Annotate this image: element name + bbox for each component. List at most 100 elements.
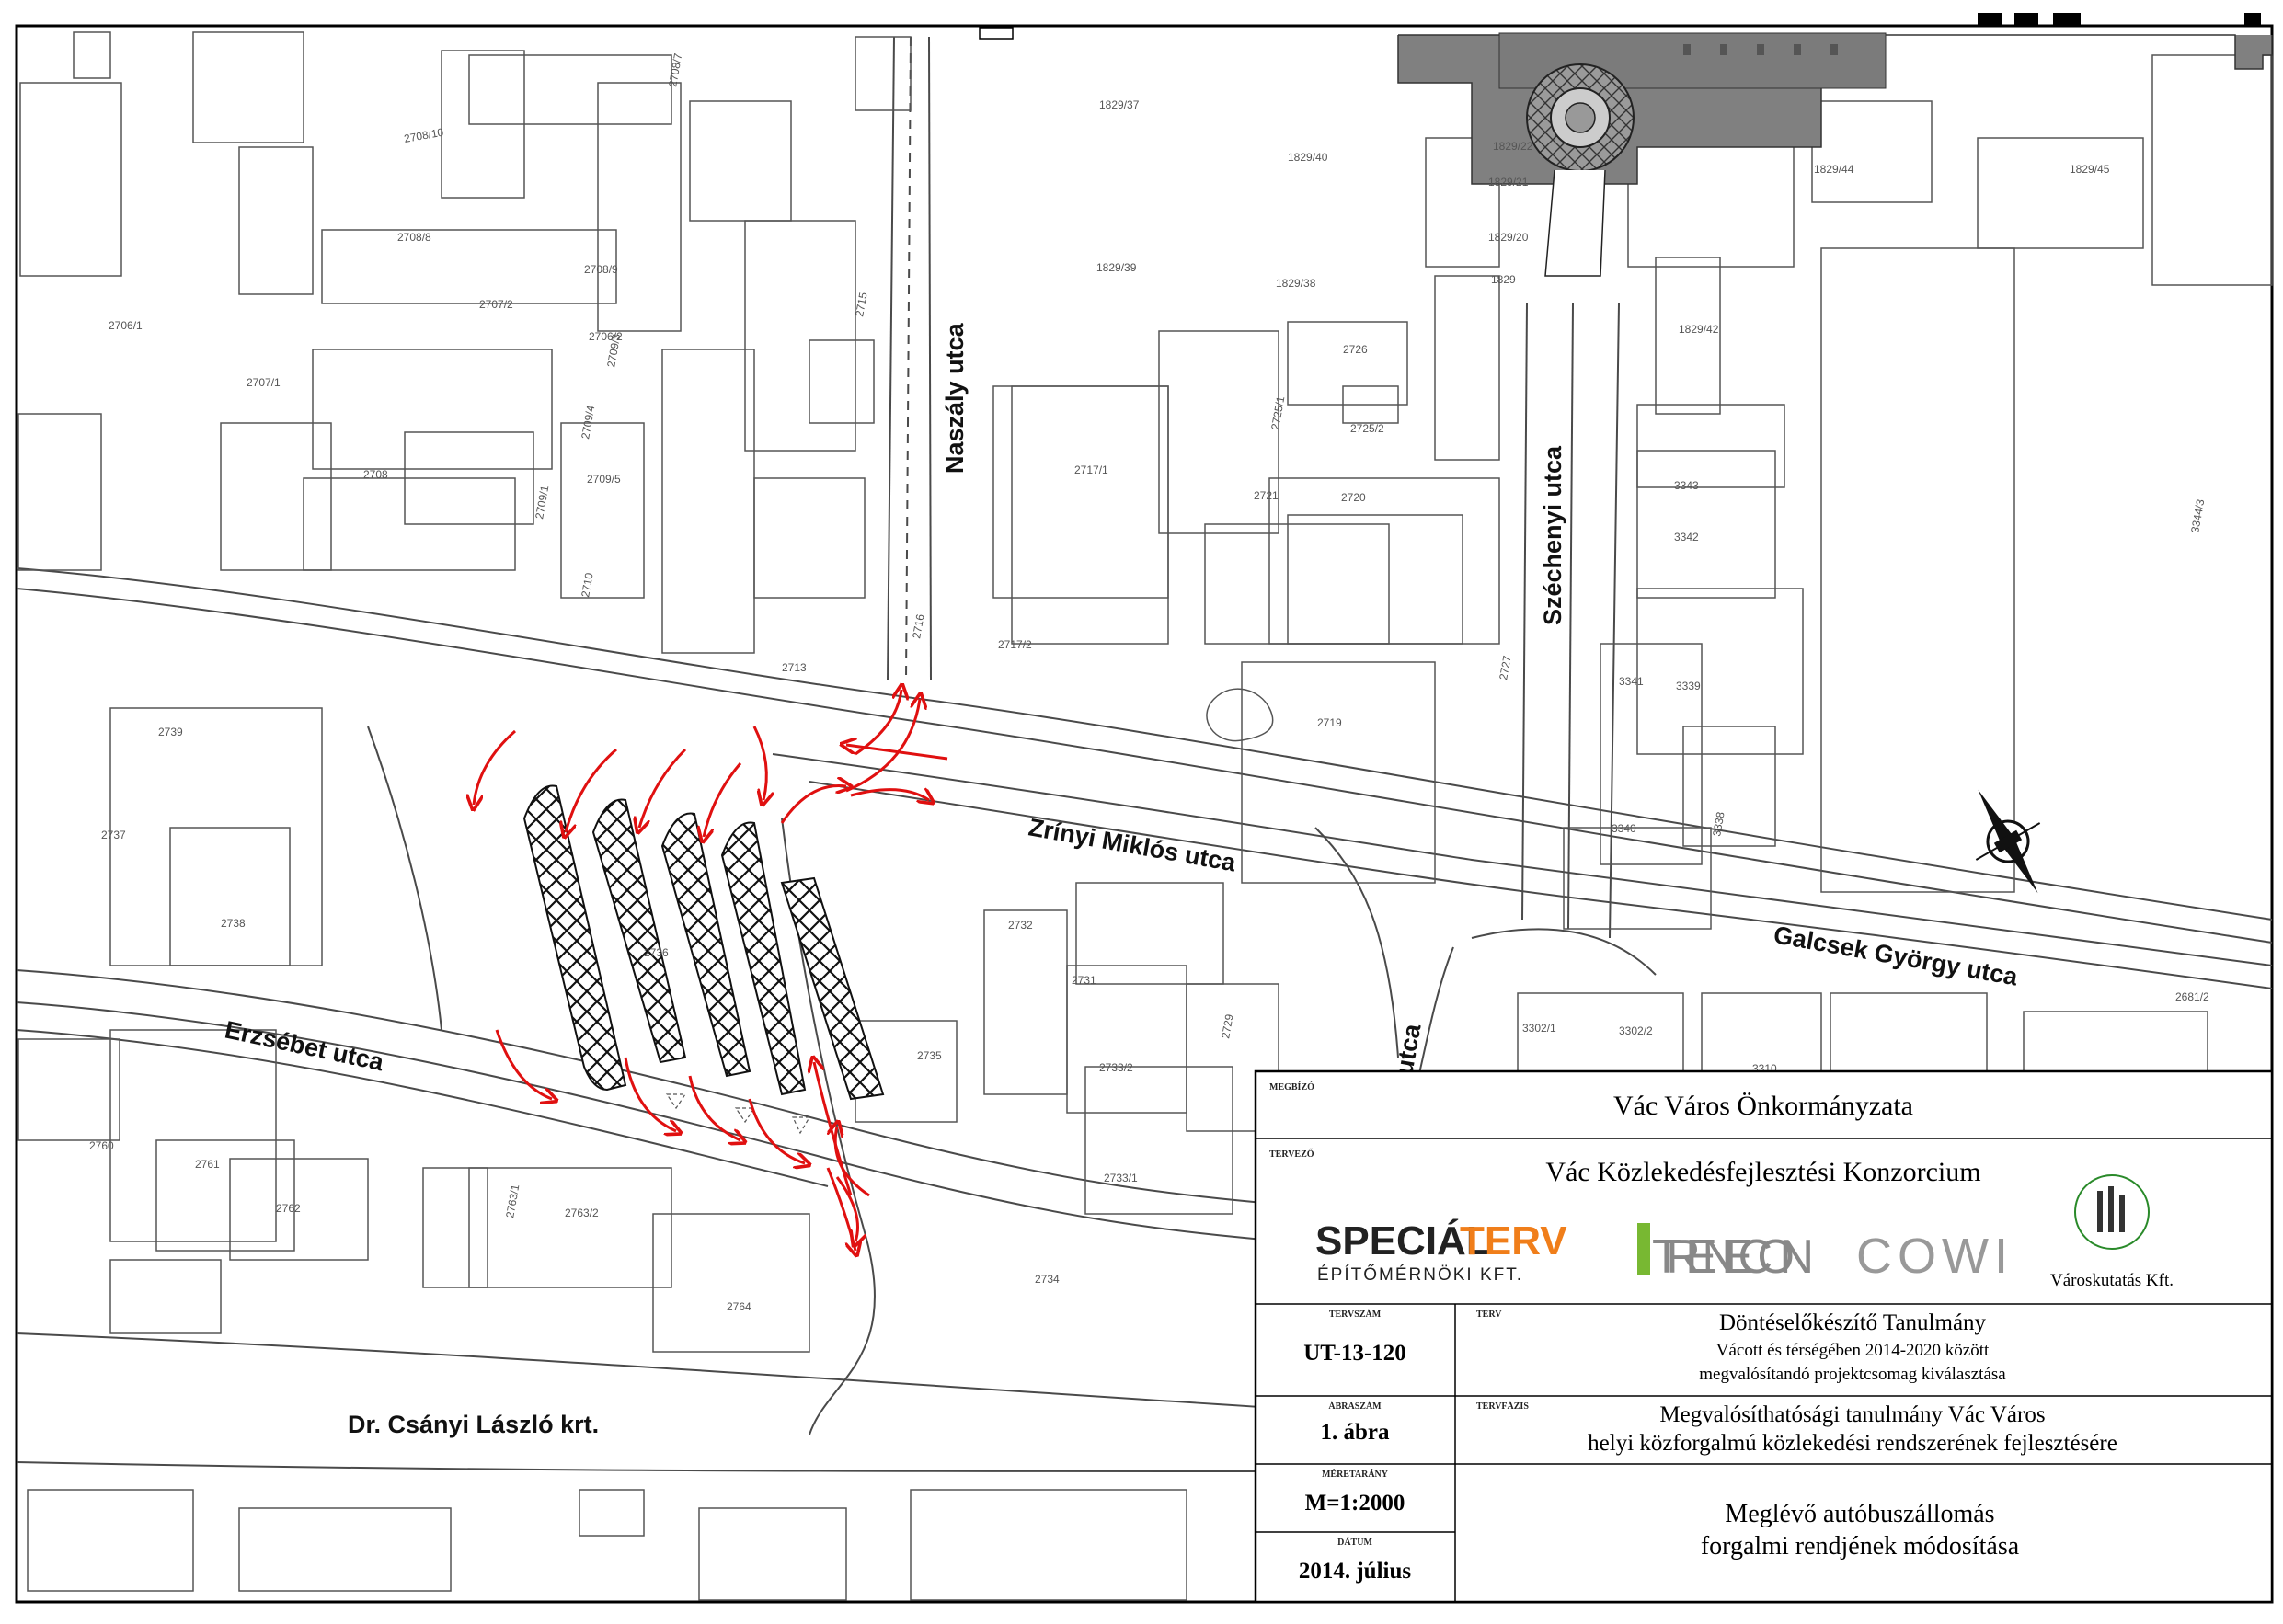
parcel-number: 1829/40 [1288,151,1328,164]
bus-bay-4 [720,821,807,1096]
arrow-1 [474,729,516,805]
arrow-10 [855,690,901,756]
date-value: 2014. július [1299,1559,1412,1584]
pond [1206,688,1274,742]
title-block: MEGBÍZÓ Vác Város Önkormányzata TERVEZŐ … [1254,1069,2274,1604]
bus-bay-1 [522,784,627,1092]
parcel-number: 1829/37 [1099,98,1140,111]
parcel-number: 3302/1 [1522,1022,1556,1035]
parcel-number: 2706/1 [109,319,143,332]
arrow-4 [704,762,742,837]
square-building [1397,32,2273,277]
varoskutatas-logo: Városkutatás Kft. [2050,1174,2174,1290]
parcel-number: 3344/3 [2188,498,2207,534]
drawing-title-1: Meglévő autóbuszállomás [1725,1500,1994,1528]
figure-no-label: ÁBRASZÁM [1328,1401,1382,1412]
svg-text:ÉPÍTŐMÉRNÖKI KFT.: ÉPÍTŐMÉRNÖKI KFT. [1317,1264,1523,1285]
plan-label: TERV [1476,1309,1502,1320]
plan-no-label: TERVSZÁM [1329,1309,1382,1320]
arrow-12 [624,1057,676,1131]
svg-text:Városkutatás Kft.: Városkutatás Kft. [2050,1271,2174,1290]
trenecon-logo: TRENECON [1637,1223,1814,1284]
parcel-number: 2738 [221,917,246,930]
arrow-2 [566,748,617,832]
parcel-number: 2737 [101,829,126,841]
parcel-number: 2764 [727,1300,751,1313]
parcel-number: 2706/2 [589,330,623,343]
parcel-number: 2760 [89,1139,114,1152]
plan-number: UT-13-120 [1303,1341,1406,1366]
bus-bay-3 [660,812,751,1078]
parcel-number: 2708/8 [397,231,431,244]
parcel-number: 1829/21 [1488,176,1529,189]
phase-line-1: Megvalósíthatósági tanulmány Vác Város [1659,1402,2045,1427]
street-szechenyi: Széchenyi utca [1539,445,1566,625]
bus-bay-5 [780,876,885,1101]
edge-marks [979,13,2261,40]
parcel-number: 3338 [1710,810,1727,837]
arrow-14 [748,1098,805,1163]
traffic-arrows [474,690,948,1251]
parcel-number: 1829/42 [1679,323,1719,336]
arrow-3 [639,748,687,828]
parcel-number: 3339 [1676,680,1701,692]
parcel-number: 2721 [1254,489,1279,502]
street-csanyi: Dr. Csányi László krt. [348,1411,599,1438]
parcel-number: 1829/20 [1488,231,1529,244]
island-triangles [665,1093,811,1135]
date-label: DÁTUM [1337,1537,1372,1548]
parcel-number: 2735 [917,1049,942,1062]
client-label: MEGBÍZÓ [1269,1081,1314,1092]
parcel-number: 2716 [910,612,926,639]
arrow-11 [495,1029,552,1099]
parcel-number: 2708 [363,468,388,481]
arrow-17 [835,1127,870,1197]
parcel-number: 2709/1 [533,485,551,520]
parcel-number: 2733/2 [1099,1061,1133,1074]
arrow-5 [752,726,766,800]
parcel-number: 2709/5 [587,473,621,486]
parcel-number: 2762 [276,1202,301,1215]
parcel-number: 3343 [1674,479,1699,492]
parcel-number: 1829/38 [1276,277,1316,290]
arrow-7 [780,786,846,824]
parcel-number: 3342 [1674,531,1699,543]
parcel-number: 2719 [1317,716,1342,729]
parcel-number: 3340 [1612,822,1636,835]
parcel-number: 1829 [1491,273,1516,286]
parcel-number: 2715 [853,291,869,317]
plan-sub-1: Vácott és térségében 2014-2020 között [1716,1341,1990,1360]
bus-bays [522,784,885,1101]
arrow-9 [845,699,920,793]
parcel-number: 2709/4 [579,405,597,440]
specialterv-logo: SPECIÁL TERV ÉPÍTŐMÉRNÖKI KFT. [1315,1218,1567,1285]
parcel-number: 2729 [1219,1012,1235,1039]
parcel-number: 2739 [158,726,183,738]
parcel-number: 2733/1 [1104,1172,1138,1184]
street-lines [16,36,2273,1472]
parcel-number: 2708/7 [666,52,684,88]
parcel-number: 2710 [579,571,595,598]
parcel-number: 2725/2 [1350,422,1384,435]
parcel-labels: 2708/102708/72708/82708/92707/22706/2270… [89,52,2209,1313]
parcel-number: 2763/1 [503,1184,522,1219]
parcel-number: 2681/2 [2175,990,2209,1003]
client-name: Vác Város Önkormányzata [1613,1091,1913,1121]
bus-bay-2 [591,798,687,1064]
svg-text:TERV: TERV [1460,1218,1567,1264]
parcel-number: 2708/9 [584,263,618,276]
street-naszaly: Naszály utca [941,322,969,474]
parcel-number: 1829/44 [1814,163,1854,176]
parcel-number: 1829/22 [1493,140,1533,153]
north-arrow-icon [1975,789,2041,894]
phase-line-2: helyi közforgalmú közlekedési rendszerén… [1588,1431,2117,1456]
parcel-number: 3302/2 [1619,1024,1653,1037]
cowi-logo: COWI [1856,1229,2013,1284]
parcel-number: 2726 [1343,343,1368,356]
parcel-number: 2717/1 [1074,463,1108,476]
building-outlines [17,31,2273,1601]
parcel-number: 2717/2 [998,638,1032,651]
designer-label: TERVEZŐ [1269,1149,1314,1160]
phase-label: TERVFÁZIS [1476,1401,1529,1412]
